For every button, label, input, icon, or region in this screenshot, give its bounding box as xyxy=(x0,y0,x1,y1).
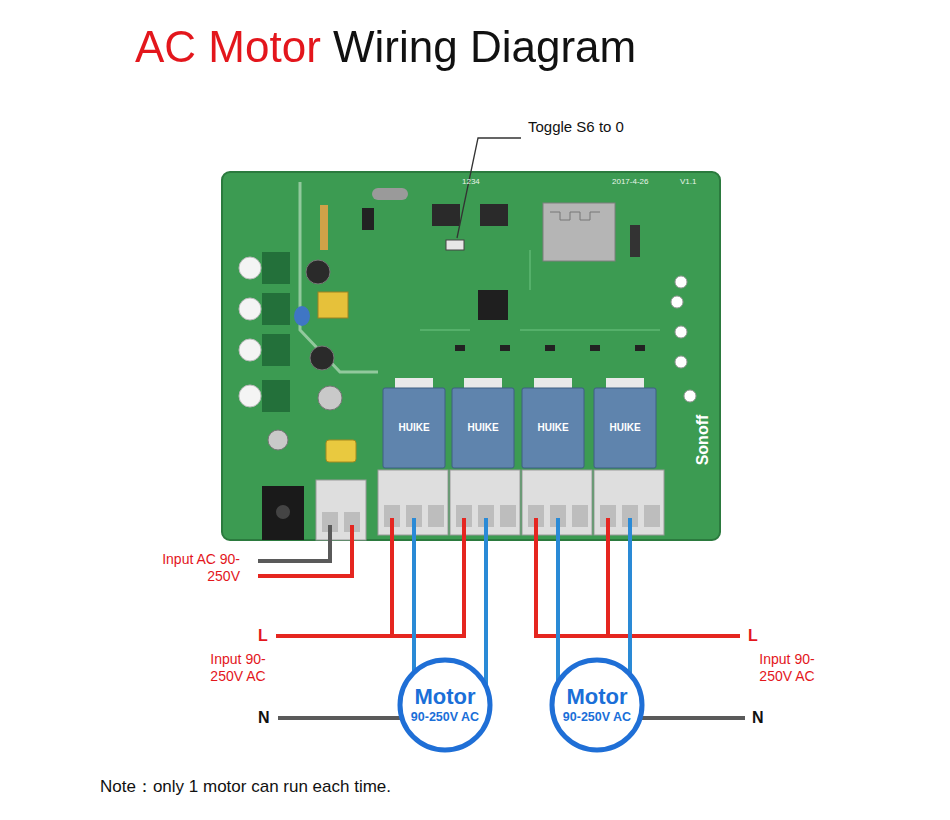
status-led xyxy=(684,390,696,402)
capacitor xyxy=(294,306,310,326)
mode-switch xyxy=(446,240,464,250)
voltage-label: Input AC 90-250V xyxy=(140,551,240,585)
dc-jack xyxy=(262,486,304,540)
chip xyxy=(362,208,374,230)
pcb-board xyxy=(222,172,720,540)
antenna-coil xyxy=(320,205,328,250)
voltage-label: Input 90-250V AC xyxy=(203,651,273,685)
capacitor xyxy=(268,430,288,450)
neutral-terminal-label: N xyxy=(752,708,764,727)
board-marking: 1234 xyxy=(462,177,480,187)
smd-part xyxy=(590,345,600,351)
motor-rating: 90-250V AC xyxy=(563,710,631,725)
push-button xyxy=(239,385,261,407)
terminal-slot xyxy=(644,505,660,527)
terminal-slot xyxy=(428,505,444,527)
relay xyxy=(594,388,656,468)
leader-line xyxy=(457,138,521,238)
capacitor xyxy=(306,260,330,284)
diagram-title: AC Motor Wiring Diagram xyxy=(135,22,636,72)
board-marking: 2017-4-26 xyxy=(612,177,648,187)
live-input-wire xyxy=(258,525,352,576)
voltage-label: Input 90-250V AC xyxy=(752,651,822,685)
wifi-module xyxy=(543,203,615,261)
note-text: Note：only 1 motor can run each time. xyxy=(100,777,391,797)
capacitor xyxy=(310,346,334,370)
terminal-slot xyxy=(572,505,588,527)
button-holder xyxy=(262,252,290,284)
relay-marking: HUIKE xyxy=(537,422,568,434)
relay xyxy=(383,388,445,468)
button-holder xyxy=(262,380,290,412)
smd-part xyxy=(635,345,645,351)
relay-tab xyxy=(464,378,502,388)
relay xyxy=(452,388,514,468)
relay-marking: HUIKE xyxy=(609,422,640,434)
push-button xyxy=(239,298,261,320)
push-button xyxy=(239,257,261,279)
line-terminal-label: L xyxy=(258,626,268,645)
neutral-terminal-label: N xyxy=(258,708,270,727)
dc-jack-hole xyxy=(276,505,290,519)
motor-label: Motor xyxy=(566,685,627,709)
capacitor xyxy=(326,440,356,462)
pin-header xyxy=(630,225,640,257)
capacitor xyxy=(318,386,342,410)
status-led xyxy=(671,296,683,308)
board-marking: V1.1 xyxy=(680,177,696,187)
relay xyxy=(522,388,584,468)
motor-label: Motor xyxy=(414,685,475,709)
relay-tab xyxy=(534,378,572,388)
motor-circle xyxy=(552,660,642,750)
brand-marking: Sonoff xyxy=(693,415,712,466)
neutral-input-wire xyxy=(258,525,330,561)
smd-part xyxy=(455,345,465,351)
status-led xyxy=(675,326,687,338)
relay-tab xyxy=(395,378,433,388)
line-terminal-label: L xyxy=(748,626,758,645)
pcb-trace xyxy=(420,250,660,330)
smd-part xyxy=(500,345,510,351)
status-led xyxy=(675,276,687,288)
microcontroller xyxy=(478,290,508,320)
callout-label: Toggle S6 to 0 xyxy=(528,118,624,136)
motor-node: Motor90-250V AC xyxy=(397,657,493,753)
smd-part xyxy=(545,345,555,351)
button-holder xyxy=(262,293,290,325)
relay-tab xyxy=(606,378,644,388)
neutral-wire xyxy=(278,716,420,720)
relay-marking: HUIKE xyxy=(467,422,498,434)
antenna-trace xyxy=(550,212,600,220)
transformer xyxy=(318,292,348,318)
live-wire xyxy=(534,518,740,636)
status-led xyxy=(675,356,687,368)
live-wire xyxy=(276,518,466,636)
terminal-slot xyxy=(500,505,516,527)
motor-node: Motor90-250V AC xyxy=(549,657,645,753)
dip-switch xyxy=(432,204,460,226)
button-holder xyxy=(262,334,290,366)
relay-marking: HUIKE xyxy=(398,422,429,434)
crystal xyxy=(372,188,408,200)
pcb-trace xyxy=(300,182,378,372)
power-terminal xyxy=(316,480,366,540)
motor-circle xyxy=(400,660,490,750)
push-button xyxy=(239,339,261,361)
dip-switch xyxy=(480,204,508,226)
motor-rating: 90-250V AC xyxy=(411,710,479,725)
